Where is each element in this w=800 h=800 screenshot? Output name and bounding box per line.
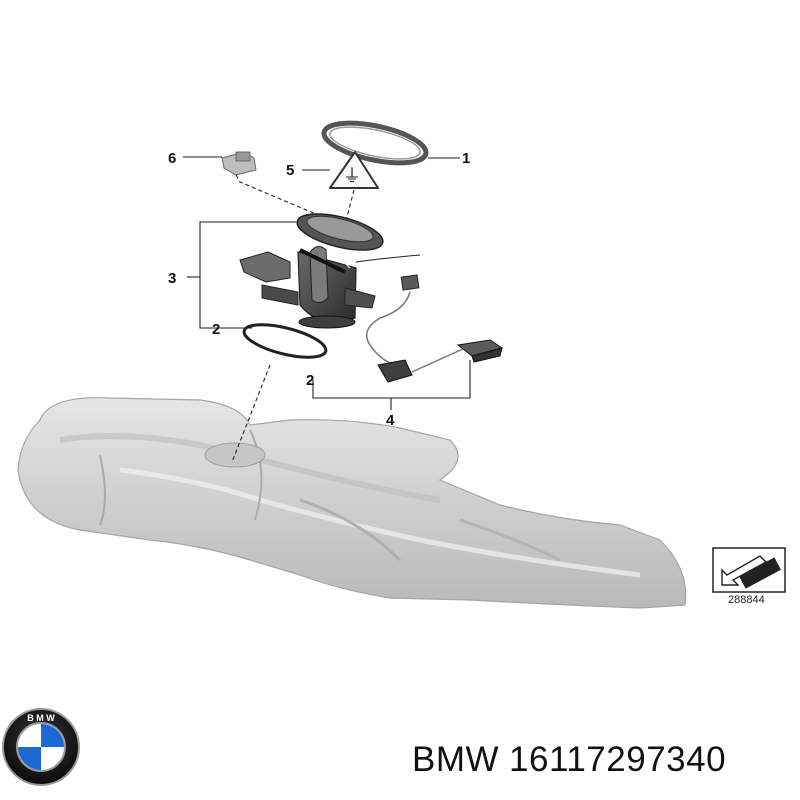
bmw-logo: B M W (2, 708, 80, 786)
connector-part (221, 151, 257, 176)
arrow-icon (721, 555, 768, 586)
caption-brand: BMW (412, 740, 500, 779)
fuel-tank (17, 397, 687, 609)
callout-5: 5 (286, 162, 294, 179)
dashed-line-2 (231, 364, 271, 463)
bmw-logo-lettering: B M W (27, 713, 55, 723)
callout-2b: 2 (306, 372, 314, 389)
o-ring-part (242, 323, 328, 359)
warning-label-part: ⏚ (329, 151, 379, 189)
fuel-pump-assembly (239, 213, 384, 329)
level-sensor-part (355, 254, 504, 383)
callout-3: 3 (168, 270, 176, 287)
callout-4: 4 (386, 412, 395, 429)
reference-stamp: 288844 (712, 547, 786, 606)
gasket-ring-part (321, 120, 429, 166)
reference-number: 288844 (728, 594, 765, 606)
callout-1: 1 (462, 150, 470, 167)
bracket-3 (199, 221, 296, 329)
callout-6: 6 (168, 150, 176, 167)
dashed-line-6 (235, 174, 331, 221)
caption-part-number: 16117297340 (509, 740, 727, 779)
plug-icon: ⏚ (343, 166, 361, 187)
callout-2a: 2 (212, 321, 220, 338)
